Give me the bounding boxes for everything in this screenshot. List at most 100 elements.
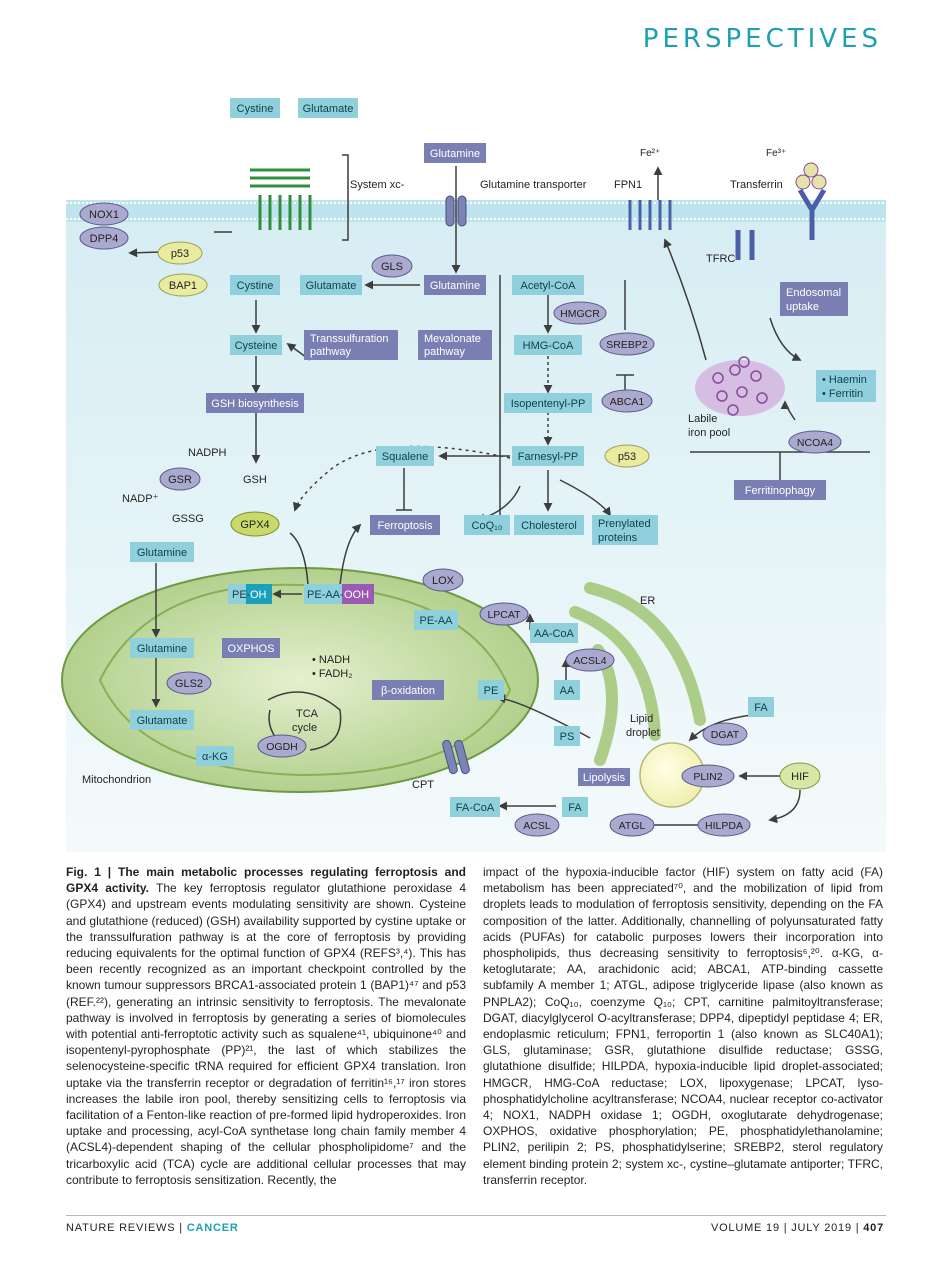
node-ogdh: OGDH — [266, 741, 298, 753]
node-isopentenyl-pp: Isopentenyl-PP — [511, 398, 586, 410]
node-dpp4: DPP4 — [90, 233, 119, 245]
node-glutamine-mito: Glutamine — [137, 643, 187, 655]
node-gls2: GLS2 — [175, 678, 203, 690]
fpn1-shape — [628, 200, 672, 230]
label-tca-1: TCA — [296, 708, 319, 720]
node-endosomal-2: uptake — [786, 301, 819, 313]
node-lox: LOX — [432, 575, 455, 587]
node-plin2: PLIN2 — [693, 771, 722, 783]
node-gls: GLS — [381, 261, 403, 273]
footer-page-number: 407 — [863, 1222, 884, 1234]
label-labile-2: iron pool — [688, 427, 730, 439]
node-p53-left: p53 — [171, 248, 189, 260]
node-akg: α-KG — [202, 751, 228, 763]
node-acsl: ACSL — [523, 820, 551, 832]
node-mevalonate-2: pathway — [424, 346, 465, 358]
footer-journal: NATURE REVIEWS | CANCER — [66, 1222, 239, 1234]
node-oxphos: OXPHOS — [227, 643, 274, 655]
node-cystine-top: Cystine — [237, 103, 274, 115]
node-endosomal-1: Endosomal — [786, 287, 841, 299]
node-bap1: BAP1 — [169, 280, 197, 292]
system-xc-transporter — [250, 168, 312, 230]
iron-hexagons — [712, 356, 768, 416]
footer-issue: VOLUME 19 | JULY 2019 | 407 — [711, 1222, 884, 1234]
footer-journal-name: NATURE REVIEWS — [66, 1222, 176, 1234]
figure-caption-left: Fig. 1 | The main metabolic processes re… — [66, 864, 466, 1188]
node-transsulfuration-1: Transsulfuration — [310, 333, 388, 345]
node-fa-right: FA — [754, 702, 768, 714]
label-er: ER — [640, 595, 655, 607]
node-hif: HIF — [791, 771, 809, 783]
node-glutamine-top: Glutamine — [430, 148, 480, 160]
node-ferritin: • Ferritin — [822, 388, 863, 400]
node-nox1: NOX1 — [89, 209, 119, 221]
node-ferritinophagy: Ferritinophagy — [745, 485, 816, 497]
node-aa: AA — [560, 685, 575, 697]
node-fa-coa: FA-CoA — [456, 802, 495, 814]
node-cystine-mid: Cystine — [237, 280, 274, 292]
node-p53-right: p53 — [618, 451, 636, 463]
node-lipolysis: Lipolysis — [583, 772, 626, 784]
node-pe-aa-ooh-a: PE-AA- — [307, 589, 344, 601]
section-title: PERSPECTIVES — [642, 24, 882, 54]
node-hmgcr: HMGCR — [560, 308, 600, 320]
label-fpn1: FPN1 — [614, 179, 642, 191]
fe3-cluster — [795, 162, 827, 190]
node-pe-oh-a: PE- — [232, 589, 251, 601]
node-abca1: ABCA1 — [610, 396, 645, 408]
label-fe2: Fe²⁺ — [640, 148, 660, 159]
label-labile-1: Labile — [688, 413, 717, 425]
node-hmg-coa: HMG-CoA — [523, 340, 574, 352]
node-prenylated-1: Prenylated — [598, 518, 651, 530]
node-coq10: CoQ₁₀ — [472, 520, 503, 532]
node-srebp2: SREBP2 — [606, 339, 648, 351]
node-dgat: DGAT — [711, 729, 740, 741]
node-glutamate-top: Glutamate — [303, 103, 354, 115]
label-tca-2: cycle — [292, 722, 317, 734]
footer-issue-text: VOLUME 19 | JULY 2019 | — [710, 1222, 864, 1234]
footer-divider — [66, 1215, 886, 1216]
node-acetyl-coa: Acetyl-CoA — [520, 280, 576, 292]
node-gpx4: GPX4 — [240, 519, 269, 531]
pathway-arrows — [128, 154, 870, 826]
node-ncoa4: NCOA4 — [797, 437, 833, 449]
node-transsulfuration-2: pathway — [310, 346, 351, 358]
cpt-shape — [442, 739, 470, 775]
node-fa-bottom: FA — [568, 802, 582, 814]
label-cpt: CPT — [412, 779, 434, 791]
label-tfrc: TFRC — [706, 253, 735, 265]
node-cholesterol: Cholesterol — [521, 520, 577, 532]
label-lipid-1: Lipid — [630, 713, 653, 725]
node-acsl4: ACSL4 — [573, 655, 606, 667]
node-pe-oh-b: OH — [250, 589, 267, 601]
ferroptosis-pathway-diagram: Cystine Glutamate System xc- Glutamine G… — [61, 98, 886, 852]
node-haemin: • Haemin — [822, 374, 867, 386]
glutamine-transporter-shape — [445, 195, 467, 227]
label-nadp: NADP⁺ — [122, 493, 159, 505]
plasma-membrane — [66, 200, 886, 222]
caption-text-right: impact of the hypoxia-inducible factor (… — [483, 865, 883, 1187]
node-atgl: ATGL — [619, 820, 646, 832]
label-fadh2: • FADH₂ — [312, 668, 353, 680]
label-fe3: Fe³⁺ — [766, 148, 786, 159]
node-pe: PE — [484, 685, 499, 697]
node-glutamine-mid: Glutamine — [430, 280, 480, 292]
node-mevalonate-1: Mevalonate — [424, 333, 481, 345]
label-nadph: NADPH — [188, 447, 227, 459]
node-pe-aa: PE-AA — [419, 615, 453, 627]
tfrc-shape — [735, 188, 827, 260]
node-squalene: Squalene — [382, 451, 429, 463]
node-glutamate-mid: Glutamate — [306, 280, 357, 292]
label-glutamine-transporter: Glutamine transporter — [480, 179, 587, 191]
caption-fig-label: Fig. 1 | — [66, 865, 118, 879]
node-glutamine-mito-top: Glutamine — [137, 547, 187, 559]
node-aa-coa: AA-CoA — [534, 628, 574, 640]
footer-separator: | — [175, 1222, 187, 1234]
node-hilpda: HILPDA — [705, 820, 743, 832]
label-system-xc: System xc- — [350, 179, 405, 191]
footer-section: CANCER — [186, 1222, 239, 1234]
node-glutamate-mito: Glutamate — [137, 715, 188, 727]
caption-bold-title: The main metabolic processes regulating … — [66, 865, 466, 896]
node-ps: PS — [560, 731, 575, 743]
label-gssg: GSSG — [172, 513, 204, 525]
